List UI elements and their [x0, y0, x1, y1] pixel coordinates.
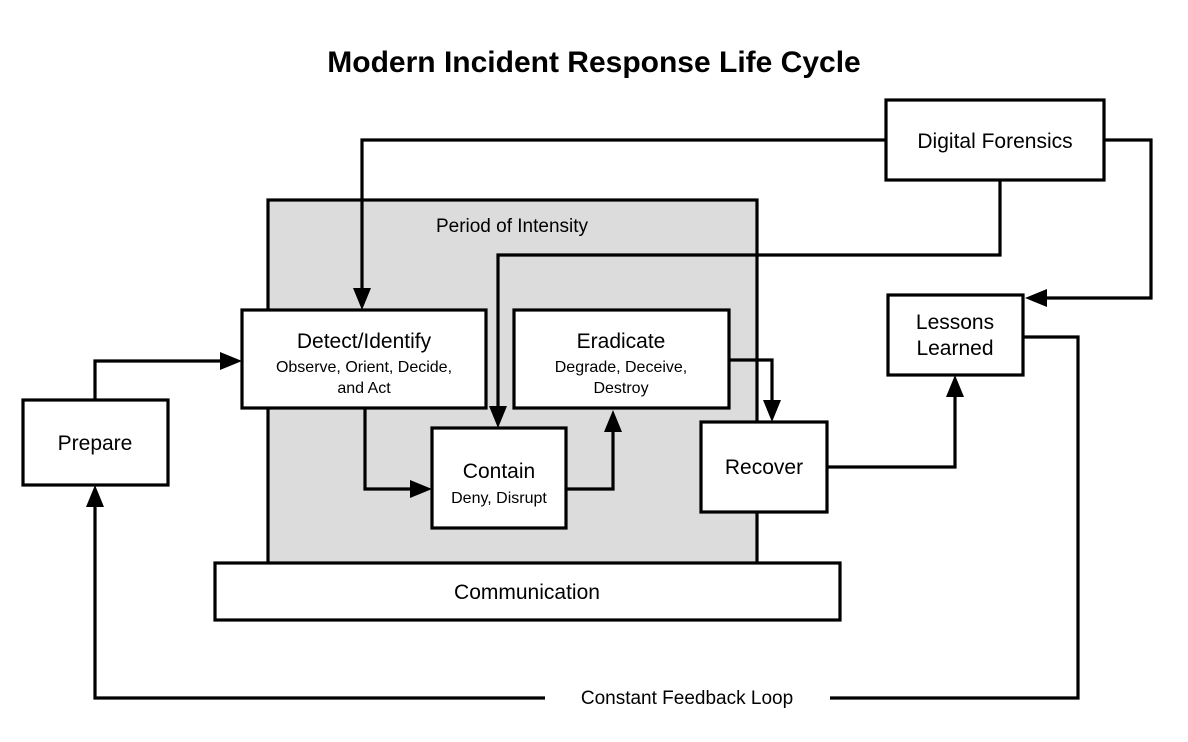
connector-forensics-to-detect: [360, 138, 886, 296]
box-recover[interactable]: Recover: [699, 420, 829, 514]
prepare-rect[interactable]: [21, 398, 170, 487]
recover-label: Recover: [725, 456, 803, 479]
communication-label: Communication: [454, 581, 600, 604]
eradicate-rect[interactable]: [512, 308, 731, 410]
digital-forensics-label: Digital Forensics: [917, 130, 1072, 153]
box-communication[interactable]: Communication: [213, 561, 842, 622]
detect-identify-sub1: Observe, Orient, Decide,: [276, 359, 452, 376]
arrowhead-eradicate-to-recover: [763, 400, 781, 422]
box-prepare[interactable]: Prepare: [21, 398, 170, 487]
arrowhead-forensics-to-lessons: [1025, 289, 1047, 307]
eradicate-sub2: Destroy: [593, 380, 648, 397]
constant-feedback-loop-label: Constant Feedback Loop: [581, 688, 793, 709]
feedback-label-backdrop: [545, 685, 830, 711]
arrowhead-detect-to-contain: [410, 480, 432, 498]
box-contain[interactable]: Contain Deny, Disrupt: [430, 426, 568, 530]
contain-sub1: Deny, Disrupt: [451, 490, 547, 507]
contain-rect[interactable]: [430, 426, 568, 530]
lessons-learned-label-line1: Lessons: [916, 311, 994, 334]
box-eradicate[interactable]: Eradicate Degrade, Deceive, Destroy: [512, 308, 731, 410]
connector-recover-to-lessons: [827, 390, 957, 469]
lessons-learned-label-line2: Learned: [916, 337, 993, 360]
detect-identify-label: Detect/Identify: [297, 330, 432, 353]
page-title: Modern Incident Response Life Cycle: [327, 46, 860, 79]
digital-forensics-rect[interactable]: [884, 98, 1106, 182]
eradicate-label: Eradicate: [577, 330, 666, 353]
contain-label: Contain: [463, 460, 535, 483]
arrowhead-forensics-to-detect: [353, 288, 371, 310]
arrowhead-recover-to-lessons: [946, 375, 964, 397]
connector-forensics-to-contain: [496, 180, 1002, 413]
box-detect-identify[interactable]: Detect/Identify Observe, Orient, Decide,…: [240, 308, 488, 410]
connector-forensics-to-lessons: [1040, 138, 1153, 300]
constant-feedback-loop-line: [93, 335, 1080, 700]
arrowhead-prepare-to-detect: [220, 352, 242, 370]
period-of-intensity-label: Period of Intensity: [436, 216, 589, 237]
communication-rect[interactable]: [213, 561, 842, 622]
arrowhead-contain-to-eradicate: [604, 410, 622, 432]
connector-contain-to-eradicate: [566, 425, 615, 491]
box-lessons-learned[interactable]: Lessons Learned: [886, 293, 1025, 377]
detect-identify-rect[interactable]: [240, 308, 488, 410]
connector-prepare-to-detect: [93, 359, 227, 400]
connector-eradicate-to-recover: [729, 358, 774, 407]
prepare-label: Prepare: [58, 432, 133, 455]
arrowhead-feedback-to-prepare: [86, 485, 104, 507]
lessons-learned-rect[interactable]: [886, 293, 1025, 377]
box-digital-forensics[interactable]: Digital Forensics: [884, 98, 1106, 182]
eradicate-sub1: Degrade, Deceive,: [555, 359, 688, 376]
recover-rect[interactable]: [699, 420, 829, 514]
connector-detect-to-contain: [363, 408, 417, 491]
arrowhead-forensics-to-contain: [489, 406, 507, 428]
detect-identify-sub2: and Act: [337, 380, 391, 397]
